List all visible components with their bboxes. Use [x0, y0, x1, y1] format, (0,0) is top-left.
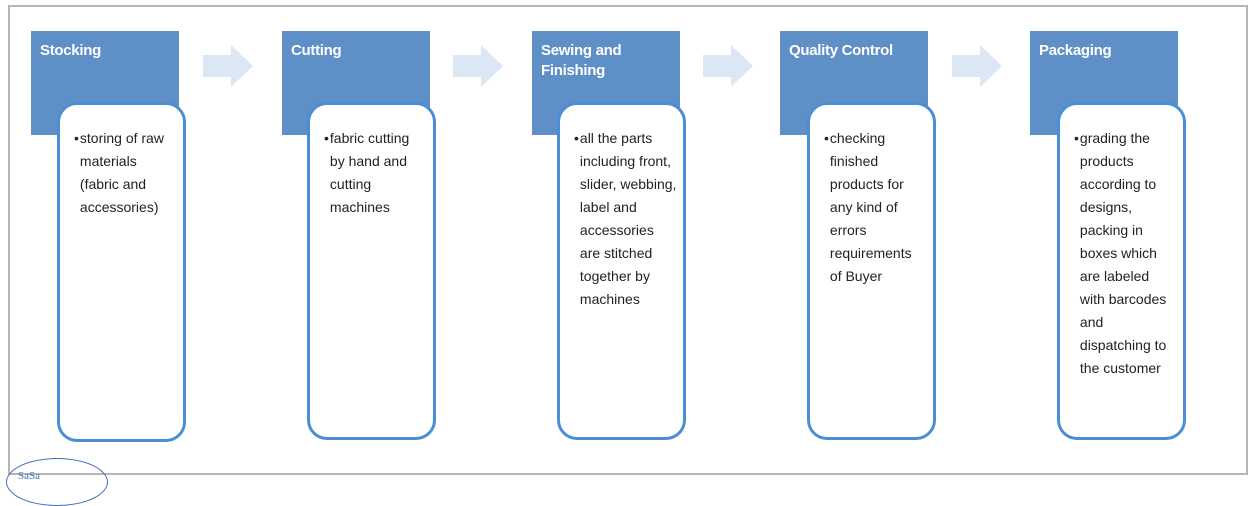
step-bullet: • grading the products according to desi… — [1074, 127, 1177, 380]
step-stocking: Stocking • storing of raw materials (fab… — [0, 0, 186, 442]
step-bullet: • storing of raw materials (fabric and a… — [74, 127, 177, 219]
step-bullet: • fabric cutting by hand and cutting mac… — [324, 127, 427, 219]
step-card: • all the parts including front, slider,… — [557, 102, 686, 440]
step-cutting: Cutting • fabric cutting by hand and cut… — [0, 0, 436, 440]
bullet-icon: • — [324, 130, 329, 146]
step-text: grading the products according to design… — [1079, 130, 1167, 376]
step-quality-control: Quality Control • checking finished prod… — [0, 0, 936, 440]
stamp-label: SaSa — [18, 470, 40, 482]
step-card: • fabric cutting by hand and cutting mac… — [307, 102, 436, 440]
arrow-right-icon — [453, 45, 503, 87]
step-sewing-finishing: Sewing and Finishing • all the parts inc… — [0, 0, 686, 440]
step-card: • grading the products according to desi… — [1057, 102, 1186, 440]
step-text: fabric cutting by hand and cutting machi… — [329, 130, 410, 215]
arrow-right-icon — [703, 45, 753, 87]
step-card: • storing of raw materials (fabric and a… — [57, 102, 186, 442]
step-title: Cutting — [291, 42, 342, 59]
arrow-right-icon — [203, 45, 253, 87]
step-title: Quality Control — [789, 42, 893, 59]
step-title: Stocking — [40, 42, 101, 59]
step-title: Sewing and Finishing — [541, 42, 622, 79]
step-packaging: Packaging • grading the products accordi… — [0, 0, 1186, 440]
process-flow: Stocking • storing of raw materials (fab… — [0, 0, 1186, 442]
bullet-icon: • — [74, 130, 79, 146]
step-bullet: • checking finished products for any kin… — [824, 127, 927, 288]
step-text: storing of raw materials (fabric and acc… — [79, 130, 164, 215]
bullet-icon: • — [1074, 130, 1079, 146]
arrow-right-icon — [952, 45, 1002, 87]
step-title: Packaging — [1039, 42, 1112, 59]
stamp-logo — [6, 458, 108, 506]
step-bullet: • all the parts including front, slider,… — [574, 127, 677, 311]
step-text: all the parts including front, slider, w… — [579, 130, 677, 307]
step-text: checking finished products for any kind … — [829, 130, 912, 284]
bullet-icon: • — [824, 130, 829, 146]
step-card: • checking finished products for any kin… — [807, 102, 936, 440]
bullet-icon: • — [574, 130, 579, 146]
